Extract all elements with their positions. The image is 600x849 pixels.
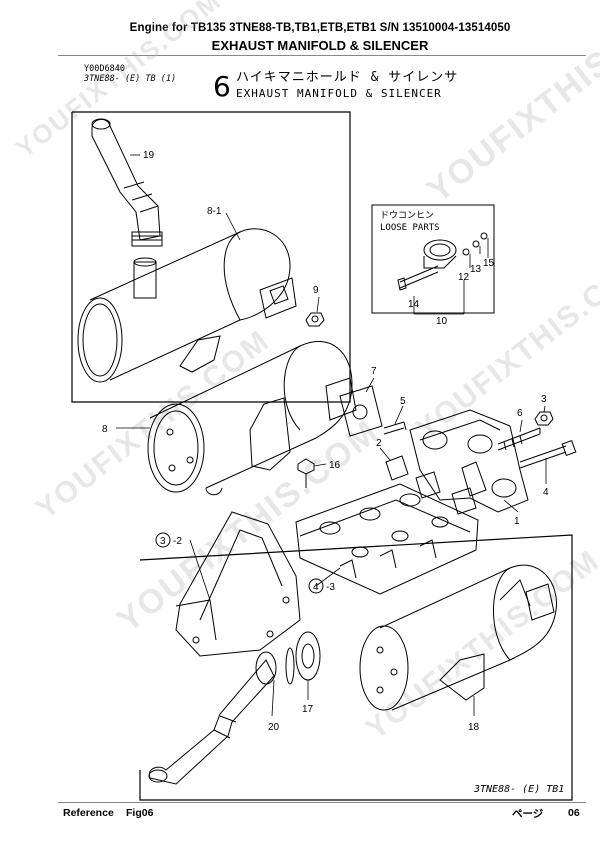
cross-ref-3-suffix: -2 [173, 536, 182, 547]
model-tag: 3TNE88- (E) TB1 [474, 784, 565, 795]
callout-10: 10 [436, 316, 448, 327]
gasket-7 [339, 385, 383, 437]
footer-reference-label: Reference [63, 807, 114, 819]
cross-ref-4-3: 4 -3 [308, 578, 335, 594]
bolt-4 [519, 440, 577, 469]
callout-18: 18 [468, 722, 480, 733]
title-japanese: ハイキマニホールド & サイレンサ [236, 70, 459, 85]
cross-ref-3-number: 3 [160, 536, 166, 547]
callout-14: 14 [408, 299, 420, 310]
loose-parts-en-label: LOOSE PARTS [380, 223, 440, 233]
callout-1: 1 [514, 516, 520, 527]
title-english: EXHAUST MANIFOLD & SILENCER [236, 87, 442, 100]
callout-15: 15 [483, 258, 495, 269]
callout-6: 6 [517, 408, 523, 419]
bolt-16 [297, 458, 315, 488]
loose-parts-frame [371, 204, 495, 314]
callout-8-1: 8-1 [207, 206, 222, 217]
gasket-17 [295, 631, 321, 681]
nut-3 [534, 411, 554, 426]
leader-lines [116, 154, 547, 717]
callout-16: 16 [329, 460, 341, 471]
callout-3: 3 [541, 394, 547, 405]
cross-ref-3-2: 3 -2 [155, 532, 182, 548]
silencer-8-1 [77, 228, 297, 383]
footer-fig-label: Fig06 [126, 807, 154, 819]
footer-page-label: ページ [512, 808, 544, 820]
figure-number: 6 [213, 70, 231, 103]
gasket-2 [385, 455, 477, 515]
header-model-line: Engine for TB135 3TNE88-TB,TB1,ETB,ETB1 … [129, 22, 511, 34]
silencer-8 [147, 341, 357, 496]
detail-frame-bottom [139, 534, 573, 801]
clamp-10 [397, 232, 488, 291]
detail-frame-top [71, 111, 351, 403]
stud-5 [383, 421, 407, 435]
loose-parts-jp-label: ドウコンヒン [380, 210, 434, 221]
callout-4: 4 [543, 487, 549, 498]
callout-8: 8 [102, 424, 108, 435]
callout-7: 7 [371, 366, 377, 377]
tail-pipe-20 [148, 647, 295, 785]
drawing-model-ref: 3TNE88- (E) TB (1) [84, 74, 177, 84]
exhaust-manifold-1 [409, 409, 529, 513]
flywheel-housing [175, 511, 301, 657]
footer-rule [58, 802, 586, 803]
cylinder-head [295, 483, 479, 595]
callout-20: 20 [268, 722, 280, 733]
nut-9 [305, 312, 325, 327]
callout-19: 19 [143, 150, 155, 161]
callout-13: 13 [470, 264, 482, 275]
footer-page-number: 06 [568, 807, 580, 819]
cross-ref-4-suffix: -3 [326, 582, 335, 593]
callout-5: 5 [400, 396, 406, 407]
header-rule [58, 55, 586, 56]
tail-pipe-19 [91, 118, 163, 299]
cross-ref-4-number: 4 [313, 582, 319, 593]
callout-17: 17 [302, 704, 314, 715]
callout-2: 2 [376, 438, 382, 449]
bolt-6 [497, 427, 541, 451]
header-title: EXHAUST MANIFOLD & SILENCER [211, 38, 429, 53]
drawing-code: Y00D6840 [84, 64, 125, 74]
callout-9: 9 [313, 285, 319, 296]
callout-12: 12 [458, 272, 470, 283]
silencer-18 [359, 564, 557, 711]
